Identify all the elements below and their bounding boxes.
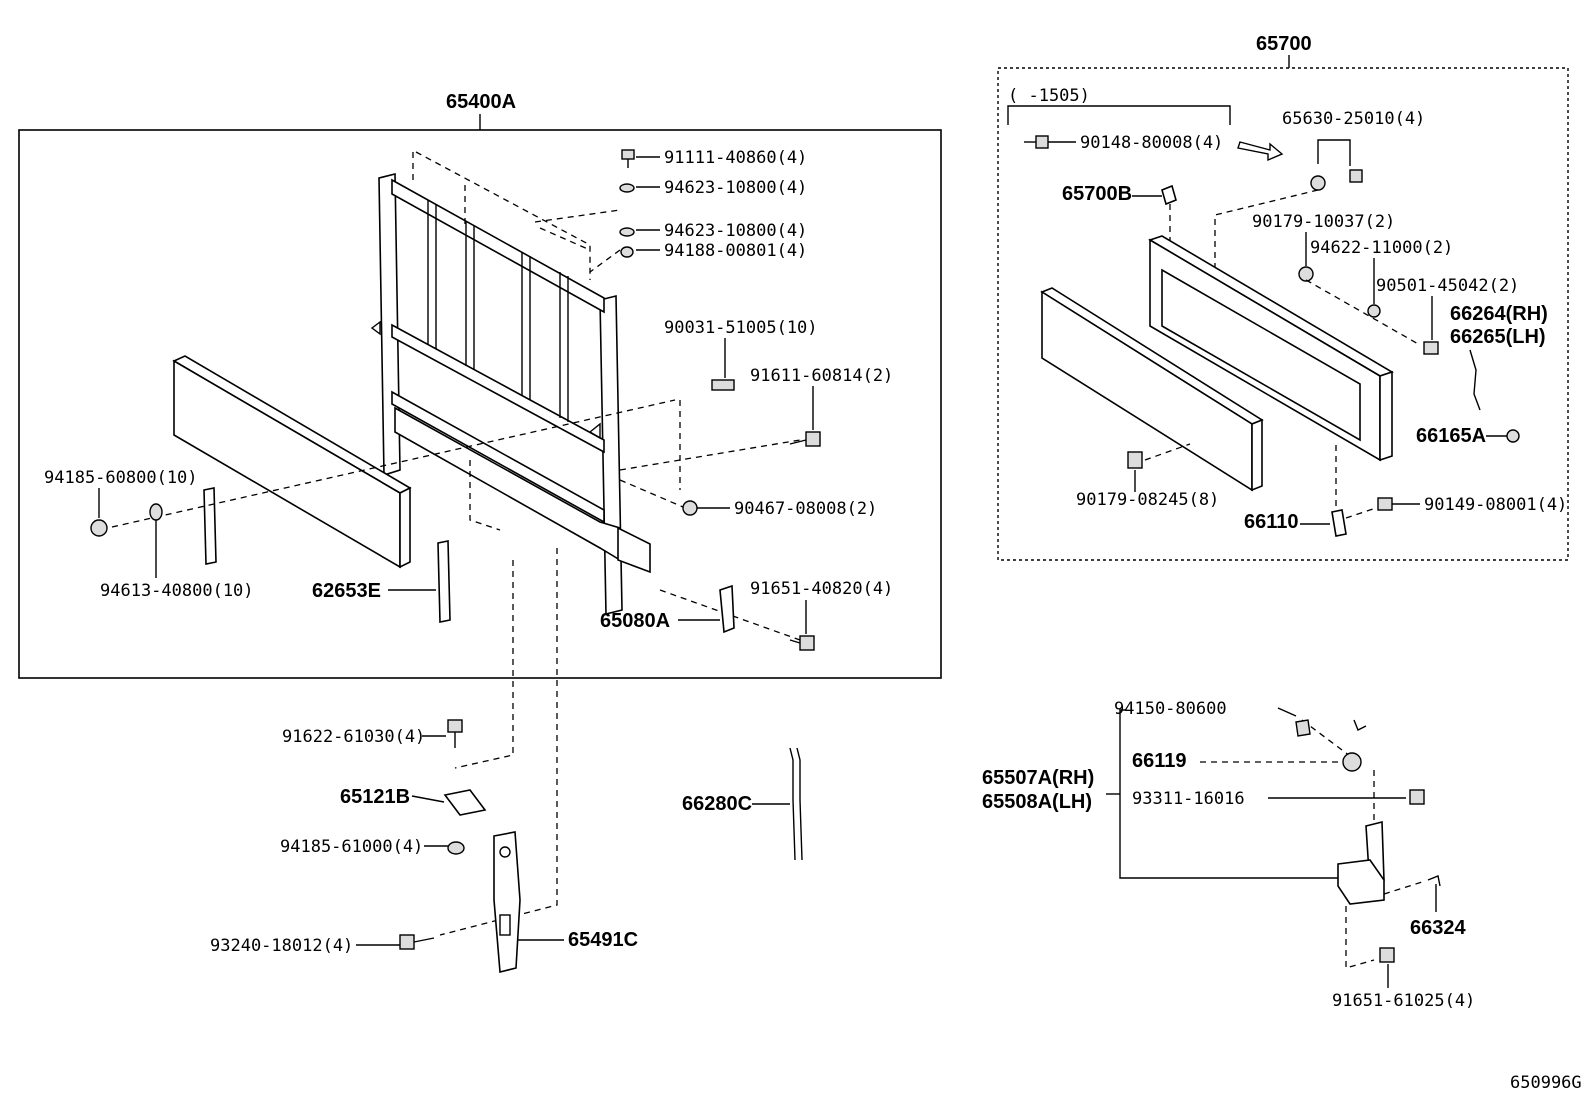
label-94185-60800: 94185-60800(10) (44, 468, 198, 488)
bolt-90031 (711, 379, 735, 391)
label-66265: 66265(LH) (1450, 326, 1546, 348)
tailgate-frame (1148, 235, 1394, 462)
label-66324: 66324 (1410, 917, 1466, 939)
spring-90501 (1423, 341, 1439, 355)
label-65508A: 65508A(LH) (982, 791, 1092, 813)
label-90179-08245: 90179-08245(8) (1076, 490, 1219, 510)
hinge-65507A (1337, 820, 1385, 905)
label-91111-40860: 91111-40860(4) (664, 148, 807, 168)
bolt-93311 (1409, 789, 1425, 805)
label-66119: 66119 (1132, 750, 1187, 772)
nut-94185-61000 (447, 841, 465, 855)
bolt-90148 (1024, 135, 1049, 149)
label-tailgate-range: ( -1505) (1008, 86, 1090, 106)
bracket-65491C (493, 831, 521, 974)
label-65700: 65700 (1256, 33, 1312, 55)
label-66165A: 66165A (1416, 425, 1486, 447)
label-90149-08001: 90149-08001(4) (1424, 495, 1567, 515)
hook-65080A (719, 584, 735, 634)
range-bracket (1007, 105, 1231, 125)
label-65630-25010: 65630-25010(4) (1282, 109, 1425, 129)
label-65121B: 65121B (340, 786, 410, 808)
nut-94150 (1295, 719, 1311, 737)
label-93240-18012: 93240-18012(4) (210, 936, 353, 956)
label-91622-61030: 91622-61030(4) (282, 727, 425, 747)
bracket-65121B (443, 789, 487, 816)
label-90467-08008: 90467-08008(2) (734, 499, 877, 519)
label-94623-10800-b: 94623-10800(4) (664, 221, 807, 241)
arrow-icon (1237, 141, 1284, 162)
washer-94622 (1367, 304, 1381, 318)
latch-66110 (1331, 509, 1347, 537)
headboard-panel (172, 355, 412, 569)
bolt-90149 (1377, 497, 1393, 511)
washer-94613 (149, 503, 163, 521)
bolt-93240 (399, 934, 435, 950)
diagram-id: 650996G (1510, 1073, 1582, 1093)
label-91651-40820: 91651-40820(4) (750, 579, 893, 599)
label-94623-10800-a: 94623-10800(4) (664, 178, 807, 198)
label-91611-60814: 91611-60814(2) (750, 366, 893, 386)
rubber-strip-left (203, 487, 217, 565)
bolt-91651-61025 (1379, 947, 1395, 963)
label-65491C: 65491C (568, 929, 638, 951)
bolt-91111 (621, 149, 635, 168)
label-66264: 66264(RH) (1450, 303, 1548, 325)
strap-66280C (789, 747, 803, 861)
label-65507A: 65507A(RH) (982, 767, 1094, 789)
rubber-strip-62653E (437, 540, 451, 623)
nut-94185-60800 (90, 519, 108, 537)
cap-66165A (1506, 429, 1520, 443)
bolt-65630 (1349, 169, 1363, 183)
bushing-66119 (1342, 752, 1362, 772)
pin-icon (1353, 719, 1367, 731)
label-94150-80600: 94150-80600 (1114, 699, 1227, 719)
bolt-90179-08245 (1127, 451, 1143, 469)
label-94185-61000: 94185-61000(4) (280, 837, 423, 857)
label-66280C: 66280C (682, 793, 752, 815)
label-90031-51005: 90031-51005(10) (664, 318, 818, 338)
label-94622-11000: 94622-11000(2) (1310, 238, 1453, 258)
bolt-91622 (447, 719, 463, 748)
label-93311-16016: 93311-16016 (1132, 789, 1245, 809)
tailgate-group-frame (997, 67, 1569, 561)
label-91651-61025: 91651-61025(4) (1332, 991, 1475, 1011)
pin-66264 (1469, 349, 1481, 411)
label-94188-00801: 94188-00801(4) (664, 241, 807, 261)
label-65080A: 65080A (600, 610, 670, 632)
label-65400A: 65400A (446, 91, 516, 113)
bolt-91611 (789, 431, 821, 447)
clip-65700B (1161, 184, 1177, 206)
tailgate-panel (1040, 287, 1264, 492)
nut-90179-10037 (1298, 266, 1314, 282)
label-62653E: 62653E (312, 580, 381, 602)
washer-65630 (1310, 175, 1326, 191)
headboard-frame (370, 172, 651, 616)
clip-90467 (682, 500, 698, 516)
label-90148-80008: 90148-80008(4) (1080, 133, 1223, 153)
nut-94188 (620, 246, 634, 258)
label-90501-45042: 90501-45042(2) (1376, 276, 1519, 296)
label-90179-10037: 90179-10037(2) (1252, 212, 1395, 232)
label-65700B: 65700B (1062, 183, 1132, 205)
bolt-91651-40820 (789, 635, 815, 651)
washer-94623-b (619, 227, 635, 237)
washer-94623-a (619, 183, 635, 193)
label-94613-40800: 94613-40800(10) (100, 581, 254, 601)
label-66110: 66110 (1244, 511, 1299, 533)
